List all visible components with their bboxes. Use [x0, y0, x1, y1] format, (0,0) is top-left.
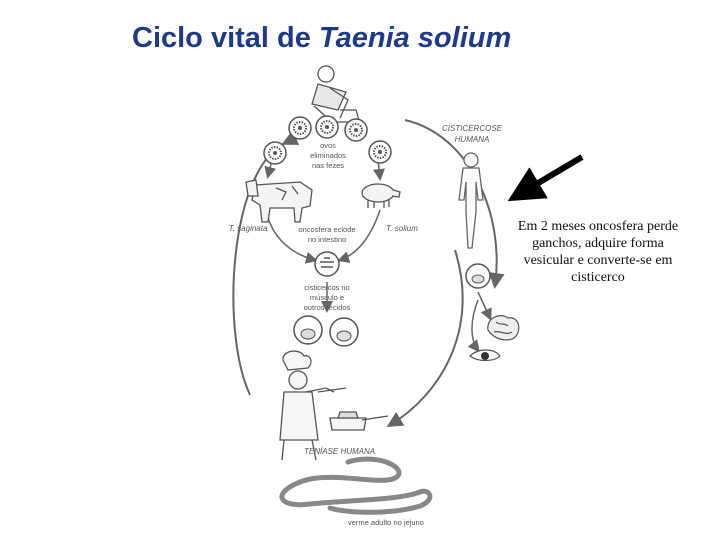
t-solium-label: T. solium	[386, 224, 418, 233]
pig-figure	[361, 183, 401, 208]
cysticerci-label-line-3: outros tecidos	[304, 303, 351, 312]
chef-figure	[279, 350, 389, 461]
page-title: Ciclo vital de Taenia solium	[0, 22, 720, 55]
callout-pointer-arrow	[507, 154, 584, 202]
egg-right	[368, 140, 392, 164]
cycle-arrow-bottom-right	[386, 249, 464, 428]
human-cyst-figure	[465, 263, 491, 289]
cysticercus-right	[329, 317, 359, 347]
eggs-label-line-1: ovos	[320, 141, 336, 150]
cycle-arrow-left	[232, 130, 300, 396]
cysticerci-label-line-1: cisticercos no	[304, 283, 349, 292]
oncosphere-figure	[314, 251, 340, 277]
adult-worm-label: verme adulto no jejuno	[348, 518, 424, 527]
standing-human-figure	[458, 152, 484, 249]
human-cysticercosis-label-line-2: HUMANA	[455, 135, 490, 144]
brain-icon	[487, 315, 520, 341]
eggs-label-line-2: eliminados	[310, 151, 346, 160]
egg-top	[315, 115, 339, 139]
oncosphere-conversion-callout: Em 2 meses oncosfera perde ganchos, adqu…	[517, 219, 679, 285]
cycle-arrow-right	[404, 119, 505, 289]
cow-figure	[245, 179, 313, 223]
seated-human-figure	[311, 65, 361, 125]
human-cysticercosis-label-line-1: CISTICERCOSE	[442, 124, 503, 133]
eye-icon	[469, 349, 501, 362]
adult-tapeworm	[279, 456, 433, 515]
egg-upper-left	[288, 116, 312, 140]
cysticercus-left	[293, 315, 323, 345]
title-prefix: Ciclo vital de	[132, 22, 319, 54]
human-taeniasis-label: TENÍASE HUMANA	[304, 447, 375, 456]
egg-upper-right	[344, 118, 368, 142]
title-species: Taenia solium	[318, 22, 512, 54]
oncosphere-label-line-2: no intestino	[308, 235, 346, 244]
egg-left	[263, 141, 287, 165]
cycle-arrow-cyst-eye	[467, 299, 480, 353]
oncosphere-label-line-1: oncosfera eclode	[298, 225, 355, 234]
cysticerci-label-line-2: músculo e	[310, 293, 344, 302]
t-saginata-label: T. saginata	[229, 224, 268, 233]
cycle-arrow-solium	[337, 209, 381, 263]
cycle-arrow-human-cyst	[477, 291, 492, 321]
eggs-label-line-3: nas fezes	[312, 161, 344, 170]
